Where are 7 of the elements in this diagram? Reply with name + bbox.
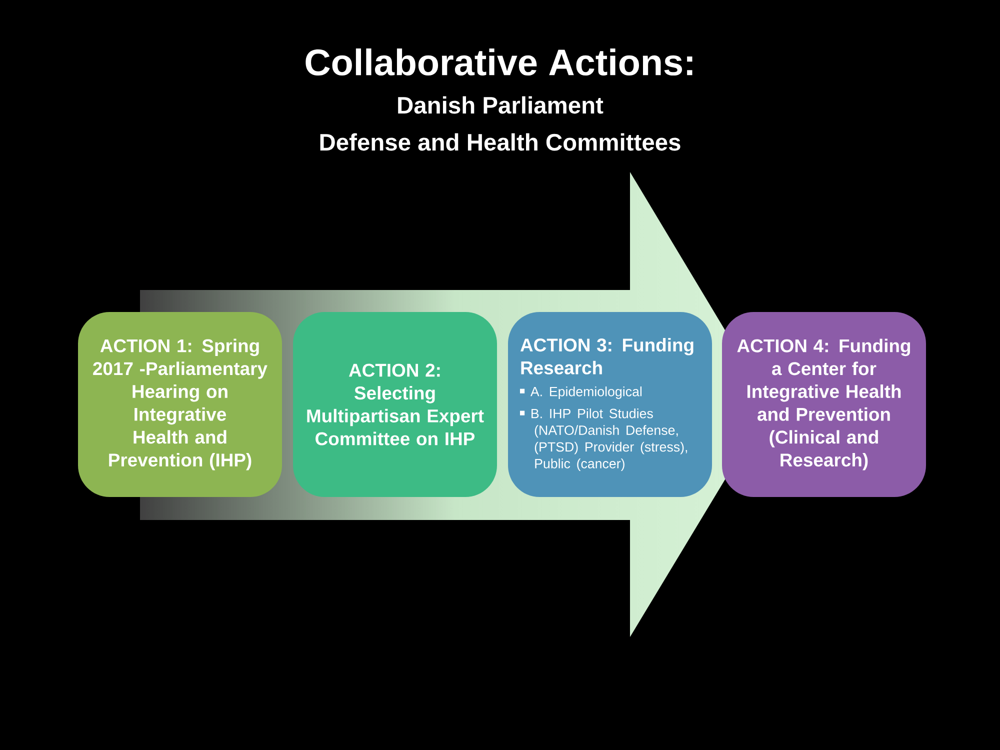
action-box: ACTION 4: Funding a Center for Integrative Health and Prevention (Clinical and Research)	[722, 312, 926, 497]
action-box: ACTION 1: Spring 2017 -Parliamentary Hearing on Integrative Health and Prevention (IHP)	[78, 312, 282, 497]
subtitle: Defense and Health Committees	[320, 133, 680, 151]
action-box: ACTION 3: Funding Research A. Epidemiological B. IHP Pilot Studies (NATO/Danish Defense, (PTSD) Provider (stress), Public (cancer)	[508, 312, 712, 497]
subtitle: Danish Parliament	[398, 96, 604, 114]
action-box: ACTION 2: Selecting Multipartisan Expert Committee on IHP	[293, 312, 497, 497]
title: Collaborative Actions:	[306, 48, 692, 76]
